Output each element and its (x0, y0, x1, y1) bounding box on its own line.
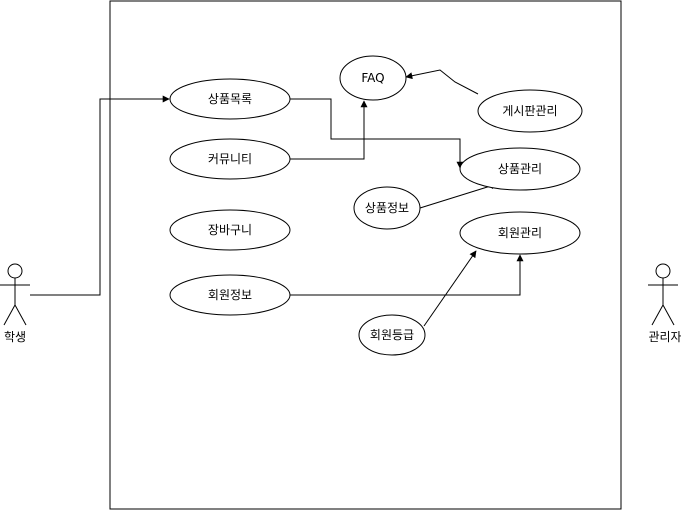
actor-student[interactable]: 학생 (0, 263, 30, 344)
stick-figure-icon (0, 263, 30, 326)
use-case-community[interactable]: 커뮤니티 (169, 138, 291, 180)
actor-student-label: 학생 (4, 330, 26, 344)
use-case-community-label: 커뮤니티 (208, 152, 252, 166)
use-case-product-admin-label: 상품관리 (498, 162, 542, 176)
edge-student-to-product-list (30, 95, 170, 296)
actor-admin-label: 관리자 (648, 330, 681, 344)
use-case-cart-label: 장바구니 (208, 223, 252, 237)
edge-product-info-to-product-admin (419, 182, 498, 209)
use-case-product-list[interactable]: 상품목록 (169, 78, 291, 120)
actor-admin[interactable]: 관리자 (648, 263, 681, 344)
use-case-member-info[interactable]: 회원정보 (169, 274, 291, 316)
use-case-product-info[interactable]: 상품정보 (353, 186, 421, 230)
edge-member-grade-to-member-admin (423, 250, 477, 327)
edge-board-admin-to-faq (405, 69, 479, 95)
use-case-board-admin-label: 게시판관리 (502, 104, 557, 118)
use-case-member-admin-label: 회원관리 (498, 226, 542, 240)
use-case-member-admin[interactable]: 회원관리 (459, 211, 581, 255)
use-case-board-admin[interactable]: 게시판관리 (477, 89, 583, 133)
use-case-faq-label: FAQ (361, 71, 384, 85)
stick-figure-icon (648, 263, 678, 326)
use-case-cart[interactable]: 장바구니 (169, 209, 291, 251)
use-case-member-info-label: 회원정보 (208, 288, 252, 302)
use-case-product-info-label: 상품정보 (365, 201, 409, 215)
use-case-product-list-label: 상품목록 (208, 92, 252, 106)
use-case-member-grade-label: 회원등급 (370, 328, 414, 342)
use-case-member-grade[interactable]: 회원등급 (358, 314, 426, 356)
use-case-product-admin[interactable]: 상품관리 (459, 147, 581, 191)
use-case-faq[interactable]: FAQ (339, 55, 407, 101)
edge-community-to-faq (290, 100, 368, 160)
edge-member-info-to-member-admin (290, 254, 524, 296)
edge-product-list-to-product-admin (290, 98, 464, 169)
